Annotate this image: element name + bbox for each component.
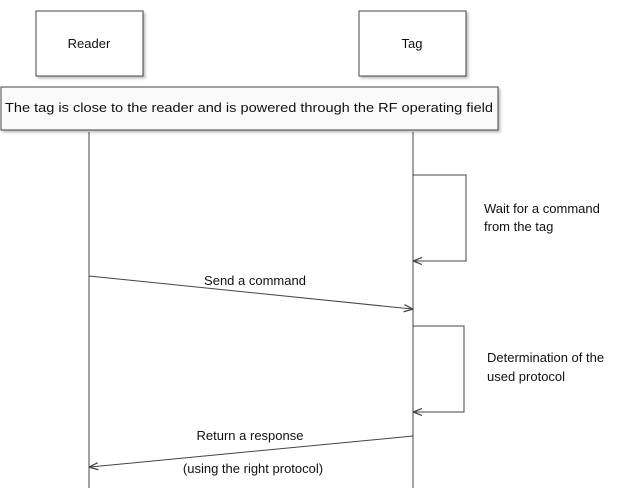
message-send-command-label: Send a command <box>204 273 306 288</box>
actor-reader-label: Reader <box>68 36 111 51</box>
self-step-protocol-label-line-2: used protocol <box>487 369 565 384</box>
message-return-response-label: Return a response <box>197 428 304 443</box>
self-step-wait-label-line-2: from the tag <box>484 219 553 234</box>
actor-tag: Tag <box>358 10 467 77</box>
actor-tag-label: Tag <box>402 36 423 51</box>
self-step-wait-label-line-1: Wait for a command <box>484 201 600 216</box>
note-box: The tag is close to the reader and is po… <box>0 86 499 131</box>
self-step-protocol-label-line-1: Determination of the <box>487 350 604 365</box>
message-return-response: Return a response (using the right proto… <box>90 428 414 476</box>
self-step-protocol-determination: Determination of the used protocol <box>413 325 604 412</box>
actor-reader: Reader <box>35 10 144 77</box>
note-text: The tag is close to the reader and is po… <box>5 100 493 115</box>
message-return-response-sublabel: (using the right protocol) <box>183 461 323 476</box>
self-step-wait-command: Wait for a command from the tag <box>413 174 600 261</box>
message-send-command: Send a command <box>88 273 412 309</box>
